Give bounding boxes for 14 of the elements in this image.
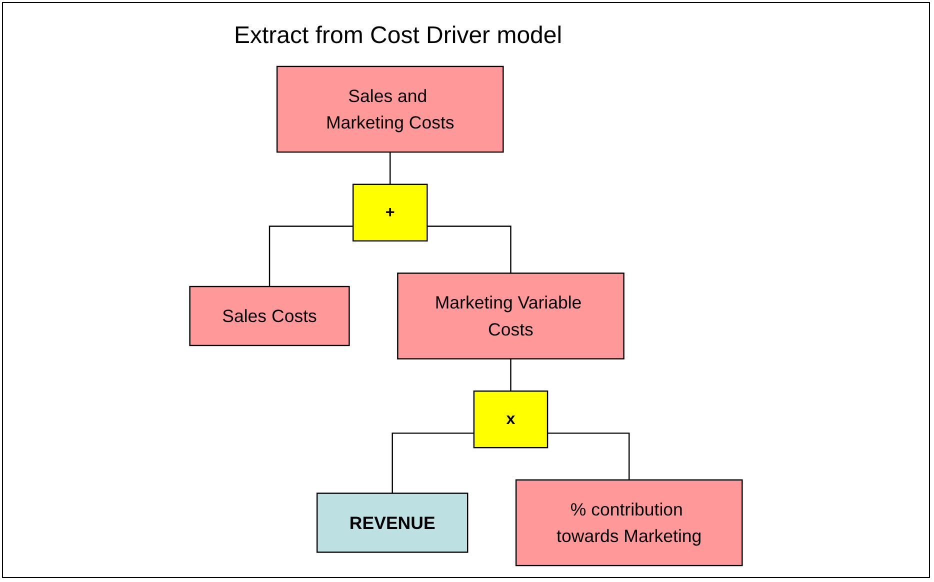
connector [548,432,630,480]
diagram-title: Extract from Cost Driver model [234,22,562,50]
connector [268,226,354,287]
node-box: Sales Costs [189,286,350,346]
connector [510,358,512,392]
node-box: % contribution towards Marketing [515,479,743,566]
node-box: Sales and Marketing Costs [276,66,504,153]
connector [392,432,474,494]
node-box: Marketing Variable Costs [397,272,624,360]
node-box: + [352,184,428,242]
connector [427,226,512,274]
node-box: x [473,390,548,448]
connector [390,151,391,184]
node-box: REVENUE [316,492,468,553]
